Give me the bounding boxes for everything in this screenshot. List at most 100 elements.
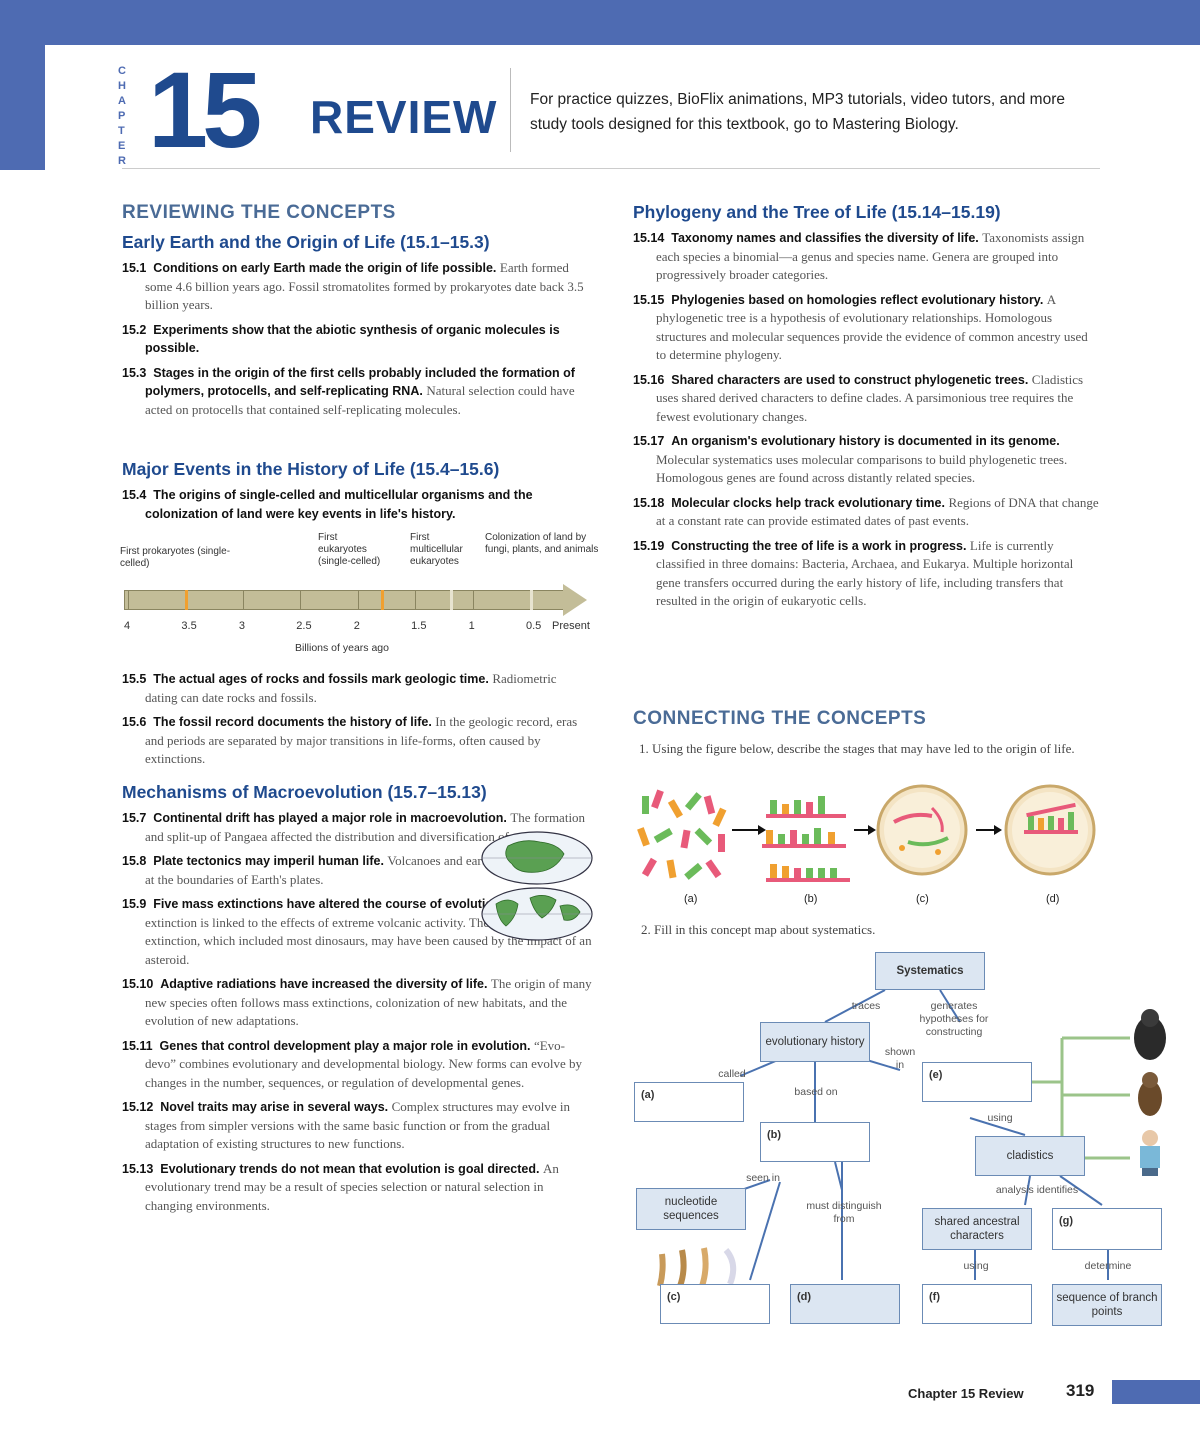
origin-of-life-figure: (a) (b) (c) (d) (637, 784, 1096, 905)
chapter-vertical-label: CHAPTER (118, 65, 129, 167)
top-color-bar (0, 0, 1200, 45)
timeline-event-marker (380, 590, 384, 610)
item-15-4: 15.4 The origins of single-celled and mu… (122, 486, 592, 523)
answer-box-f[interactable]: (f) (922, 1284, 1032, 1324)
chimpanzee-icon (1138, 1072, 1162, 1116)
question-1: 1. Using the figure below, describe the … (639, 741, 1075, 756)
review-item: 15.11 Genes that control development pla… (122, 1037, 592, 1093)
timeline-tick-label: 0.5 (526, 620, 542, 632)
item-number: 15.3 (122, 365, 147, 380)
item-heading: Experiments show that the abiotic synthe… (145, 322, 560, 356)
answer-box-c[interactable]: (c) (660, 1284, 770, 1324)
answer-label-d: (d) (797, 1291, 812, 1303)
side-color-bar (0, 0, 45, 170)
review-item: 15.10 Adaptive radiations have increased… (122, 975, 592, 1031)
item-body: A phylogenetic tree is a hypothesis of e… (656, 291, 1088, 363)
review-title: REVIEW (310, 91, 498, 143)
item-heading: The fossil record documents the history … (153, 715, 432, 729)
timeline-label-multicellular: First multicellular eukaryotes (410, 532, 463, 567)
answer-box-a[interactable]: (a) (634, 1082, 744, 1122)
answer-box-d[interactable]: (d) (790, 1284, 900, 1324)
timeline-event-marker (530, 590, 533, 610)
answer-box-e[interactable]: (e) (922, 1062, 1032, 1102)
item-number: 15.16 (633, 372, 665, 387)
item-heading: The origins of single-celled and multice… (145, 488, 533, 521)
item-heading: Adaptive radiations have increased the d… (160, 977, 488, 991)
item-body: Molecular systematics uses molecular com… (656, 451, 1068, 486)
item-body: “Evo-devo” combines evolutionary and dev… (145, 1037, 583, 1090)
item-heading: Novel traits may arise in several ways. (160, 1100, 389, 1114)
item-heading: Molecular clocks help track evolutionary… (671, 495, 945, 510)
based-on-label: based on (794, 1086, 838, 1098)
review-item: 15.2 Experiments show that the abiotic s… (122, 321, 592, 358)
human-icon (1140, 1130, 1160, 1176)
reviewing-heading: REVIEWING THE CONCEPTS (122, 202, 396, 223)
timeline-bar (124, 590, 564, 610)
timeline-label-colonization: Colonization of land by fungi, plants, a… (485, 532, 599, 555)
item-number: 15.9 (122, 897, 147, 911)
item-number: 15.15 (633, 292, 665, 307)
protocell-illustration (876, 784, 968, 876)
evolutionary-history-label: evolutionary history (765, 1036, 865, 1048)
practice-note: For practice quizzes, BioFlix animations… (530, 91, 1065, 133)
item-body: The origin of many new species often fol… (145, 976, 592, 1028)
timeline-tick (472, 590, 474, 610)
timeline-tick (300, 590, 302, 610)
item-heading: Conditions on early Earth made the origi… (153, 261, 497, 275)
cladistics-box: cladistics (975, 1136, 1085, 1176)
right-column: Phylogeny and the Tree of Life (15.14–15… (633, 202, 1101, 611)
timeline-tick-label: 1.5 (411, 620, 427, 632)
item-number: 15.11 (122, 1038, 153, 1053)
item-heading: An organism's evolutionary history is do… (671, 434, 1060, 448)
traces-label: traces (851, 1000, 881, 1012)
timeline-tick (242, 590, 244, 610)
answer-label-b: (b) (767, 1129, 782, 1141)
item-number: 15.8 (122, 854, 147, 868)
arrow-icon (854, 825, 876, 835)
section-early-earth-items: 15.1 Conditions on early Earth made the … (122, 259, 592, 419)
item-heading: The actual ages of rocks and fossils mar… (153, 672, 489, 686)
item-heading: Plate tectonics may imperil human life. (153, 854, 384, 868)
nucleotide-sequences-box: nucleotide sequences (636, 1188, 746, 1230)
item-body: Radiometric dating can date rocks and fo… (145, 671, 557, 705)
systematics-box: Systematics (875, 952, 985, 990)
timeline-axis-label: Billions of years ago (295, 642, 389, 654)
timeline-figure: First prokaryotes (single-celled) First … (120, 530, 600, 660)
left-section-macroevolution: Mechanisms of Macroevolution (15.7–15.13… (122, 782, 592, 1215)
review-item: 15.7 Continental drift has played a majo… (122, 809, 592, 846)
seen-in-label: seen in (746, 1172, 780, 1184)
item-number: 15.13 (122, 1161, 154, 1176)
answer-box-b[interactable]: (b) (760, 1122, 870, 1162)
must-distinguish-label: must distinguish from (806, 1200, 882, 1225)
review-item: 15.1 Conditions on early Earth made the … (122, 259, 592, 315)
item-heading: Constructing the tree of life is a work … (671, 538, 967, 553)
review-item: 15.16 Shared characters are used to cons… (633, 371, 1101, 427)
left-section-major-events-cont: 15.5 The actual ages of rocks and fossil… (122, 664, 592, 769)
chapter-number: 15 (148, 49, 262, 170)
timeline-tick-label: 2 (353, 620, 360, 632)
item-number: 15.14 (633, 231, 665, 245)
item-number: 15.10 (122, 977, 154, 991)
item-body: Cladistics uses shared derived character… (656, 371, 1084, 424)
review-item: 15.18 Molecular clocks help track evolut… (633, 494, 1101, 531)
item-number: 15.19 (633, 538, 665, 553)
section-major-events-items: 15.5 The actual ages of rocks and fossil… (122, 670, 592, 769)
answer-box-g[interactable]: (g) (1052, 1208, 1162, 1250)
item-body: In the geologic record, eras and periods… (145, 714, 578, 766)
cladistics-label: cladistics (1006, 1150, 1054, 1162)
item-body: The formation and split-up of Pangaea af… (145, 810, 586, 844)
section-macroevolution-items: 15.7 Continental drift has played a majo… (122, 809, 592, 1215)
review-item: 15.3 Stages in the origin of the first c… (122, 364, 592, 420)
fig-label-a: (a) (684, 893, 697, 905)
shown-in-label: shown in (884, 1046, 916, 1071)
generates-label: generates hypotheses for constructing (919, 1000, 989, 1038)
review-item: 15.5 The actual ages of rocks and fossil… (122, 670, 592, 707)
timeline-label-eukaryotes: First eukaryotes (single-celled) (318, 532, 381, 567)
globe-modern-icon (481, 887, 593, 941)
item-body: Complex structures may evolve in stages … (145, 1099, 570, 1151)
called-label: called (718, 1068, 746, 1080)
review-item: 15.12 Novel traits may arise in several … (122, 1098, 592, 1154)
section-major-events-title: Major Events in the History of Life (15.… (122, 459, 500, 479)
section-early-earth-title: Early Earth and the Origin of Life (15.1… (122, 232, 490, 252)
footer-chapter-label: Chapter 15 Review (908, 1386, 1024, 1401)
